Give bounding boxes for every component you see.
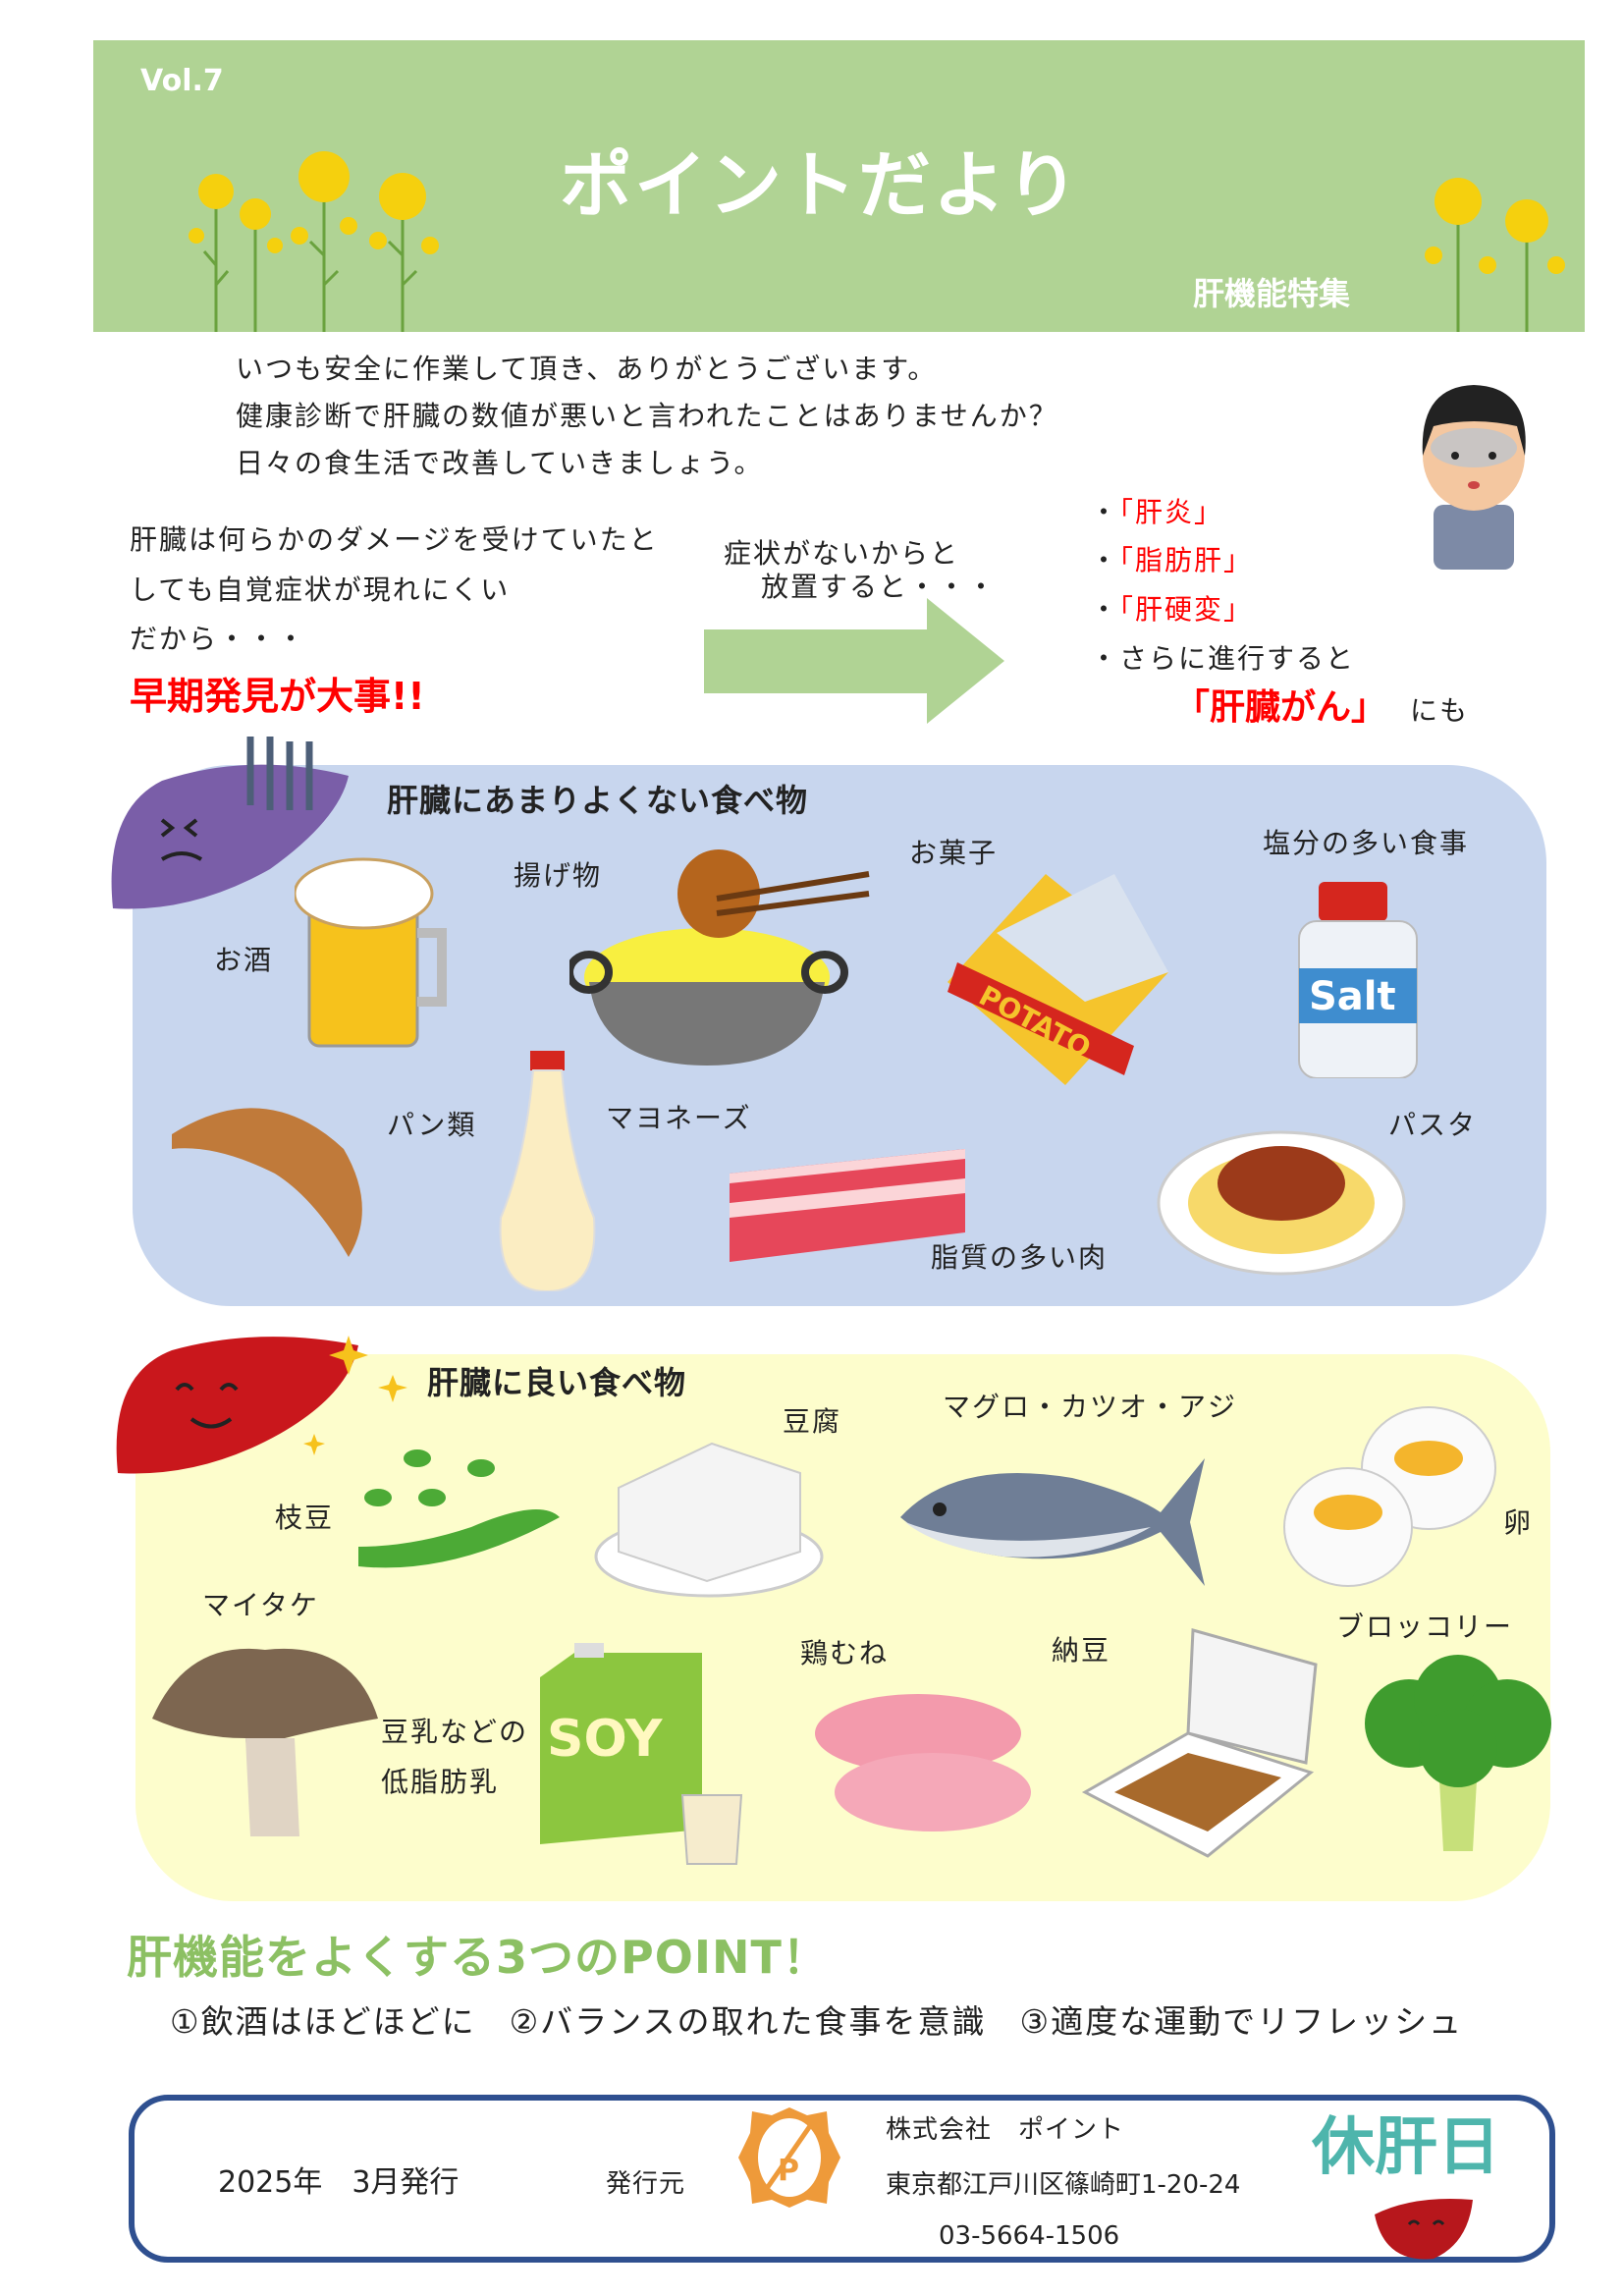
label-bread: パン類 bbox=[387, 1109, 477, 1141]
label-pasta: パスタ bbox=[1388, 1109, 1478, 1141]
label-alcohol: お酒 bbox=[214, 944, 274, 976]
label-tofu: 豆腐 bbox=[783, 1405, 842, 1438]
bad-foods-title: 肝臓にあまりよくない食べ物 bbox=[387, 782, 809, 819]
point-3: ③適度な運動でリフレッシュ bbox=[1019, 2002, 1464, 2041]
worried-man-icon bbox=[1422, 385, 1526, 570]
point-2: ②バランスの取れた食事を意識 bbox=[509, 2002, 987, 2041]
liver-holiday-badge: 休肝日 bbox=[1312, 2111, 1500, 2184]
rapeseed-flowers-right-icon bbox=[1425, 178, 1565, 332]
rapeseed-flowers-left-icon bbox=[189, 151, 439, 332]
progress-text: ・さらに進行すると bbox=[1090, 642, 1356, 675]
intro-line-1: いつも安全に作業して頂き、ありがとうございます。 bbox=[236, 353, 938, 385]
company-name: 株式会社 ポイント bbox=[886, 2115, 1125, 2145]
feature-label: 肝機能特集 bbox=[1193, 275, 1351, 312]
disease-item-hepatitis: ・「肝炎」 bbox=[1090, 496, 1224, 528]
croissant-icon bbox=[172, 1108, 362, 1257]
fried-food-pot-icon bbox=[569, 849, 870, 1066]
left-text-line-3: だから・・・ bbox=[130, 623, 307, 655]
label-soy-milk-line-1: 豆乳などの bbox=[381, 1716, 529, 1748]
label-soy-milk-line-2: 低脂肪乳 bbox=[381, 1766, 500, 1798]
company-address: 東京都江戸川区篠崎町1-20-24 bbox=[886, 2170, 1241, 2200]
disease-item-fatty-liver: ・「脂肪肝」 bbox=[1090, 544, 1254, 576]
intro-line-2: 健康診断で肝臓の数値が悪いと言われたことはありませんか？ bbox=[236, 400, 1058, 432]
right-arrow-icon bbox=[704, 598, 1004, 724]
early-detection-emphasis: 早期発見が大事!! bbox=[130, 675, 425, 718]
label-egg: 卵 bbox=[1503, 1506, 1534, 1539]
label-salty-food: 塩分の多い食事 bbox=[1263, 827, 1470, 859]
broccoli-icon bbox=[1365, 1655, 1551, 1851]
maitake-mushroom-icon bbox=[152, 1648, 378, 1836]
liver-cancer-text: 「肝臓がん」 bbox=[1174, 687, 1387, 728]
intro-line-3: 日々の食生活で改善していきましょう。 bbox=[236, 447, 764, 479]
left-text-line-2: しても自覚症状が現れにくい bbox=[130, 574, 511, 606]
liver-cancer-suffix: にも bbox=[1410, 694, 1470, 727]
point-1: ①飲酒はほどほどに bbox=[170, 2002, 476, 2041]
liver-mascot-icon bbox=[1375, 2199, 1473, 2260]
tuna-fish-icon bbox=[900, 1458, 1205, 1586]
salt-label: Salt bbox=[1309, 974, 1396, 1019]
fatty-meat-icon bbox=[730, 1149, 965, 1262]
sad-liver-icon bbox=[111, 737, 349, 909]
pasta-plate-icon bbox=[1157, 1130, 1406, 1276]
good-foods-panel bbox=[135, 1354, 1550, 1901]
label-chicken-breast: 鶏むね bbox=[800, 1637, 890, 1669]
label-snacks: お菓子 bbox=[909, 837, 999, 869]
issue-date: 2025年 3月発行 bbox=[218, 2165, 460, 2200]
boiled-eggs-icon bbox=[1283, 1406, 1496, 1587]
edamame-icon bbox=[358, 1449, 560, 1568]
points-list: ①飲酒はほどほどに ②バランスの取れた食事を意識 ③適度な運動でリフレッシュ bbox=[170, 2005, 1463, 2038]
label-mayonnaise: マヨネーズ bbox=[606, 1102, 752, 1134]
middle-text-line-1: 症状がないからと bbox=[724, 537, 960, 570]
newsletter-title: ポイントだより bbox=[560, 143, 1081, 228]
label-fatty-meat: 脂質の多い肉 bbox=[931, 1241, 1109, 1274]
salt-shaker-icon: Salt bbox=[1298, 882, 1418, 1078]
tofu-icon bbox=[594, 1442, 824, 1598]
label-fried-food: 揚げ物 bbox=[514, 859, 603, 892]
disease-item-cirrhosis: ・「肝硬変」 bbox=[1090, 593, 1254, 626]
footer-box bbox=[129, 2095, 1555, 2263]
publisher-label: 発行元 bbox=[606, 2169, 686, 2199]
left-text-line-1: 肝臓は何らかのダメージを受けていたと bbox=[130, 523, 659, 556]
middle-text-line-2: 放置すると・・・ bbox=[761, 571, 998, 603]
company-phone: 03-5664-1506 bbox=[939, 2221, 1120, 2251]
points-title: 肝機能をよくする3つのPOINT！ bbox=[127, 1931, 829, 1984]
label-broccoli: ブロッコリー bbox=[1336, 1611, 1514, 1643]
chicken-breast-icon bbox=[815, 1694, 1031, 1831]
soy-milk-carton-icon: SOY bbox=[540, 1643, 743, 1865]
mayonnaise-bottle-icon bbox=[499, 1051, 596, 1291]
good-foods-title: 肝臓に良い食べ物 bbox=[427, 1364, 687, 1401]
label-fish: マグロ・カツオ・アジ bbox=[943, 1391, 1238, 1423]
happy-liver-icon bbox=[116, 1336, 407, 1474]
soy-label: SOY bbox=[547, 1710, 664, 1769]
natto-pack-icon bbox=[1081, 1628, 1318, 1858]
label-natto: 納豆 bbox=[1052, 1634, 1111, 1667]
volume-number: Vol.7 bbox=[140, 64, 224, 98]
label-maitake: マイタケ bbox=[202, 1589, 319, 1621]
beer-mug-icon bbox=[295, 857, 447, 1048]
label-edamame: 枝豆 bbox=[275, 1502, 335, 1534]
company-logo-icon: P bbox=[738, 2107, 840, 2208]
potato-chips-bag-icon: POTATO bbox=[947, 874, 1168, 1085]
